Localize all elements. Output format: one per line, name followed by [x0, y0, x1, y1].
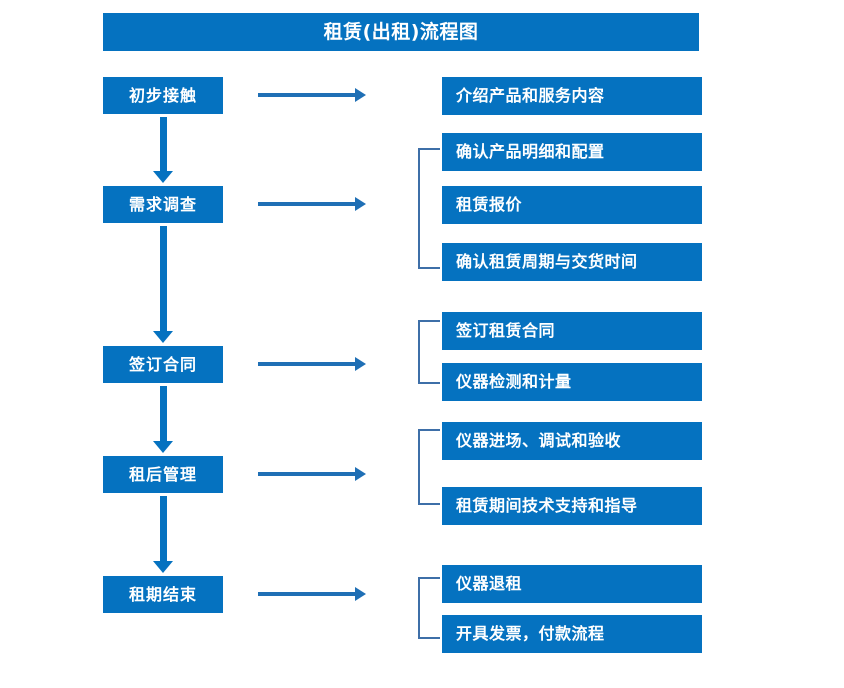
detail-box-instrument-return[interactable]: 仪器退租 [442, 565, 702, 603]
arrow-head-down-icon [153, 561, 173, 573]
chart-title-bar: 租赁(出租)流程图 [103, 13, 699, 51]
stage-box-requirement-survey[interactable]: 需求调查 [103, 186, 223, 223]
detail-label: 介绍产品和服务内容 [456, 86, 605, 105]
detail-arrow-right-5 [258, 587, 366, 601]
arrow-head-right-icon [355, 197, 366, 211]
detail-arrow-right-2 [258, 197, 366, 211]
arrow-head-right-icon [355, 357, 366, 371]
detail-label: 租赁报价 [456, 195, 523, 214]
flow-arrow-down-2 [153, 226, 173, 343]
detail-arrow-right-4 [258, 467, 366, 481]
detail-label: 签订租赁合同 [456, 321, 556, 340]
stage-box-lease-end[interactable]: 租期结束 [103, 576, 223, 613]
detail-box-introduce-products[interactable]: 介绍产品和服务内容 [442, 77, 702, 115]
detail-box-instrument-inspection[interactable]: 仪器检测和计量 [442, 363, 702, 401]
detail-box-lease-quotation[interactable]: 租赁报价 [442, 186, 702, 224]
arrow-head-right-icon [355, 587, 366, 601]
detail-box-instrument-delivery[interactable]: 仪器进场、调试和验收 [442, 422, 702, 460]
detail-arrow-right-1 [258, 88, 366, 102]
arrow-shaft [258, 472, 355, 476]
chart-title: 租赁(出租)流程图 [323, 20, 479, 43]
detail-label: 确认产品明细和配置 [456, 142, 605, 161]
group-bracket-requirement-survey [418, 148, 440, 269]
detail-label: 仪器检测和计量 [456, 372, 572, 391]
stage-label: 需求调查 [128, 194, 197, 214]
stage-box-post-lease-management[interactable]: 租后管理 [103, 456, 223, 493]
detail-arrow-right-3 [258, 357, 366, 371]
arrow-head-down-icon [153, 331, 173, 343]
group-bracket-sign-contract [418, 320, 440, 384]
detail-box-confirm-lease-period[interactable]: 确认租赁周期与交货时间 [442, 243, 702, 281]
stage-box-sign-contract[interactable]: 签订合同 [103, 346, 223, 383]
detail-label: 租赁期间技术支持和指导 [456, 496, 638, 515]
flow-arrow-down-1 [153, 117, 173, 183]
arrow-shaft [258, 592, 355, 596]
detail-box-technical-support[interactable]: 租赁期间技术支持和指导 [442, 487, 702, 525]
arrow-shaft [160, 386, 167, 441]
arrow-shaft [160, 117, 167, 171]
arrow-head-right-icon [355, 467, 366, 481]
arrow-shaft [258, 93, 355, 97]
stage-label: 签订合同 [128, 354, 197, 374]
detail-label: 仪器退租 [456, 574, 523, 593]
group-bracket-post-lease-management [418, 429, 440, 505]
detail-label: 确认租赁周期与交货时间 [456, 252, 638, 271]
arrow-shaft [258, 362, 355, 366]
group-bracket-lease-end [418, 577, 440, 639]
arrow-head-down-icon [153, 441, 173, 453]
detail-box-sign-lease-contract[interactable]: 签订租赁合同 [442, 312, 702, 350]
arrow-shaft [160, 226, 167, 331]
flow-arrow-down-4 [153, 496, 173, 573]
stage-label: 租后管理 [128, 464, 197, 484]
arrow-head-right-icon [355, 88, 366, 102]
stage-label: 初步接触 [128, 85, 197, 105]
detail-label: 仪器进场、调试和验收 [456, 431, 622, 450]
flow-arrow-down-3 [153, 386, 173, 453]
stage-label: 租期结束 [128, 584, 197, 604]
arrow-head-down-icon [153, 171, 173, 183]
arrow-shaft [258, 202, 355, 206]
arrow-shaft [160, 496, 167, 561]
stage-box-initial-contact[interactable]: 初步接触 [103, 77, 223, 114]
detail-label: 开具发票，付款流程 [456, 624, 605, 643]
detail-box-confirm-product-spec[interactable]: 确认产品明细和配置 [442, 133, 702, 171]
detail-box-invoice-payment[interactable]: 开具发票，付款流程 [442, 615, 702, 653]
